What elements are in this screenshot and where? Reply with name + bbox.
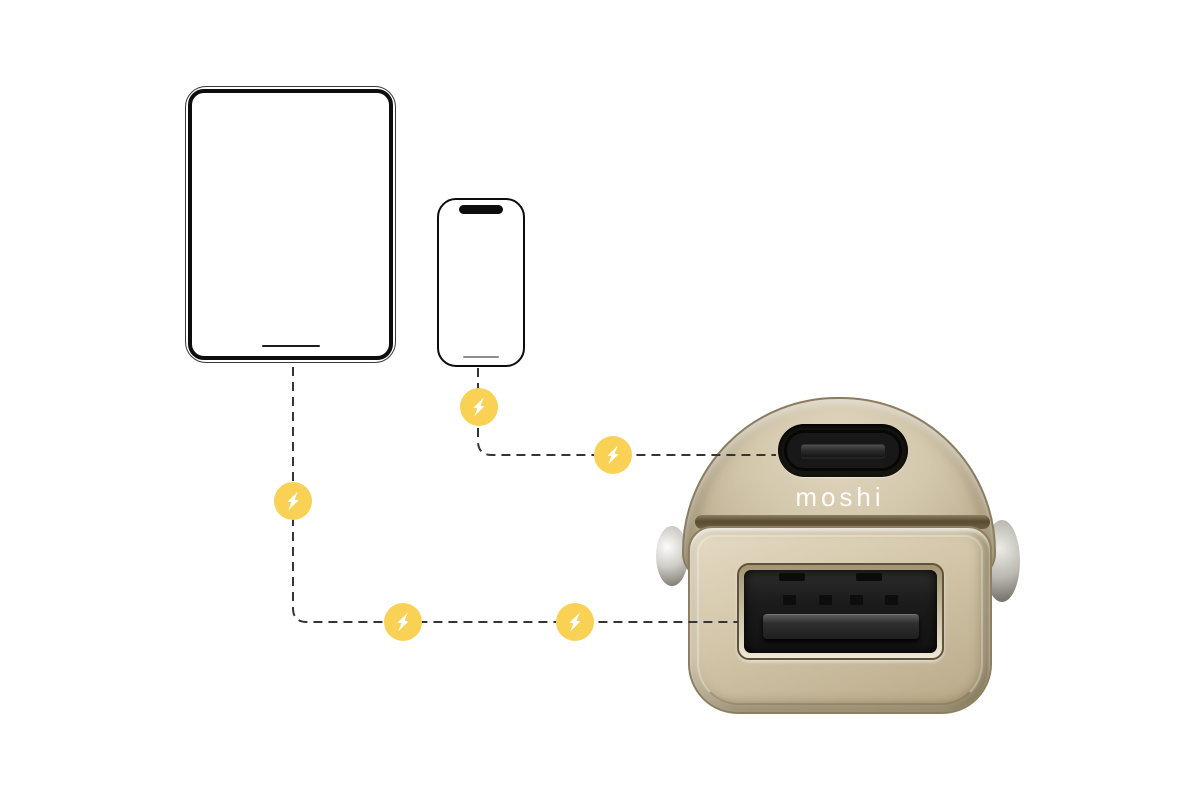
tablet-home-indicator	[261, 344, 320, 347]
charging-bolt-badge	[274, 482, 312, 520]
usb-a-detail	[884, 594, 898, 605]
usb-a-port-inner	[744, 570, 937, 653]
lightning-bolt-icon	[473, 397, 485, 417]
lightning-bolt-icon	[397, 612, 409, 632]
lightning-bolt-icon	[287, 491, 299, 511]
usb-a-detail	[855, 573, 882, 581]
usb-c-port	[778, 424, 908, 477]
charging-bolt-badge	[556, 603, 594, 641]
usb-a-port	[737, 563, 944, 660]
usb-a-detail	[850, 594, 864, 605]
usb-a-detail	[778, 573, 805, 581]
charging-bolt-badge	[460, 388, 498, 426]
usb-c-tongue	[801, 444, 885, 457]
charger-hinge	[695, 515, 990, 529]
lightning-bolt-icon	[569, 612, 581, 632]
car-charger: moshi	[655, 393, 1025, 718]
phone-outline	[437, 198, 525, 367]
usb-a-tongue	[762, 615, 919, 639]
usb-a-detail	[819, 594, 833, 605]
tablet-outline	[185, 86, 396, 363]
phone-home-indicator	[463, 355, 499, 358]
charging-bolt-badge	[384, 603, 422, 641]
phone-dynamic-island	[459, 205, 503, 214]
tablet-screen	[188, 89, 393, 360]
usb-a-detail	[782, 594, 796, 605]
lightning-bolt-icon	[607, 445, 619, 465]
brand-logo: moshi	[795, 482, 885, 512]
charging-bolt-badge	[594, 436, 632, 474]
usb-c-port-inner	[784, 430, 902, 471]
